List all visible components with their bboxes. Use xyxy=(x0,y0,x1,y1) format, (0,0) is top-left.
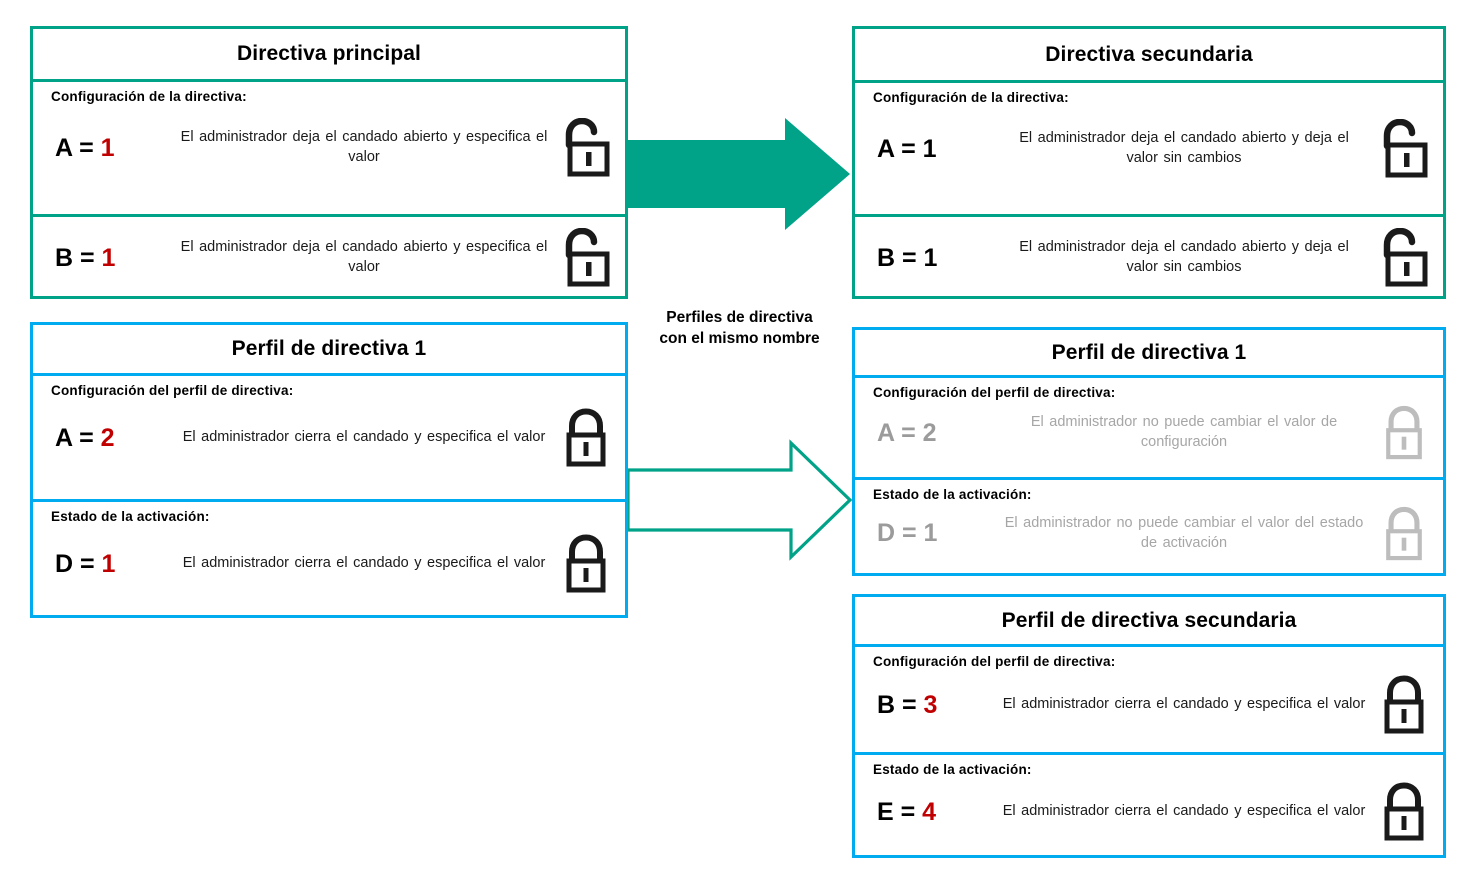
card-title-secondary-policy: Directiva secundaria xyxy=(855,29,1443,83)
section-label: Configuración de la directiva: xyxy=(873,90,1069,105)
card-title-policy-profile-1-left: Perfil de directiva 1 xyxy=(33,325,625,376)
setting-key: B = 1 xyxy=(877,243,938,272)
card-primary-policy: Directiva principal Configuración de la … xyxy=(30,26,628,299)
section-label: Estado de la activación: xyxy=(51,509,210,524)
section-label: Configuración del perfil de directiva: xyxy=(51,383,294,398)
card-title-policy-profile-1-right: Perfil de directiva 1 xyxy=(855,330,1443,378)
unlocked-icon xyxy=(555,225,617,291)
setting-key-value: A = 2 xyxy=(33,424,173,453)
setting-row: B = 1 El administrador deja el candado a… xyxy=(855,217,1443,299)
locked-icon xyxy=(555,405,617,471)
setting-key-value: B = 1 xyxy=(855,244,995,273)
locked-icon-dim xyxy=(1373,400,1435,466)
setting-value: 3 xyxy=(923,690,938,719)
setting-description: El administrador deja el candado abierto… xyxy=(180,129,548,165)
unlocked-icon xyxy=(1373,116,1435,182)
setting-key-value: A = 2 xyxy=(855,419,995,448)
section-activation-state: Estado de la activación: E = 4 El admini… xyxy=(855,752,1443,855)
setting-value: 2 xyxy=(100,423,115,452)
section-label: Configuración del perfil de directiva: xyxy=(873,385,1116,400)
card-policy-profile-1-right: Perfil de directiva 1 Configuración del … xyxy=(852,327,1446,576)
setting-description: El administrador cierra el candado y esp… xyxy=(1002,696,1366,713)
setting-row: A = 1 El administrador deja el candado a… xyxy=(855,105,1443,193)
setting-description: El administrador deja el candado abierto… xyxy=(1019,239,1349,275)
setting-key: B = xyxy=(55,243,102,272)
card-title-primary-policy: Directiva principal xyxy=(33,29,625,82)
setting-value: 1 xyxy=(100,133,115,162)
setting-row: B = 1 El administrador deja el candado a… xyxy=(33,217,625,299)
setting-key-value: A = 1 xyxy=(33,134,173,163)
section-profile-configuration: Configuración del perfil de directiva: B… xyxy=(855,647,1443,752)
setting-row: A = 1 El administrador deja el candado a… xyxy=(33,104,625,192)
setting-description: El administrador cierra el candado y esp… xyxy=(1002,803,1366,820)
setting-row: A = 2 El administrador cierra el candado… xyxy=(33,398,625,478)
setting-key: D = xyxy=(55,549,102,578)
setting-row: D = 1 El administrador cierra el candado… xyxy=(33,524,625,604)
locked-icon xyxy=(1373,779,1435,845)
setting-key-value: B = 1 xyxy=(33,244,173,273)
setting-key-value: D = 1 xyxy=(33,550,173,579)
setting-value: 4 xyxy=(922,797,937,826)
setting-description: El administrador deja el candado abierto… xyxy=(180,239,548,275)
setting-key-value: D = 1 xyxy=(855,519,995,548)
setting-description: El administrador no puede cambiar el val… xyxy=(1030,414,1338,450)
card-secondary-policy: Directiva secundaria Configuración de la… xyxy=(852,26,1446,299)
section-label: Estado de la activación: xyxy=(873,487,1032,502)
setting-key: A = 2 xyxy=(877,418,937,447)
setting-key-value: E = 4 xyxy=(855,798,995,827)
setting-description: El administrador no puede cambiar el val… xyxy=(1004,514,1364,551)
setting-key-value: B = 3 xyxy=(855,691,995,720)
section-label: Estado de la activación: xyxy=(873,762,1032,777)
section-label: Configuración del perfil de directiva: xyxy=(873,654,1116,669)
setting-key: E = xyxy=(877,797,923,826)
section-policy-setting-b: B = 1 El administrador deja el candado a… xyxy=(33,214,625,296)
section-label: Configuración de la directiva: xyxy=(51,89,247,104)
section-profile-configuration: Configuración del perfil de directiva: A… xyxy=(33,376,625,499)
setting-row: B = 3 El administrador cierra el candado… xyxy=(855,669,1443,741)
card-title-secondary-policy-profile: Perfil de directiva secundaria xyxy=(855,597,1443,647)
setting-description: El administrador cierra el candado y esp… xyxy=(182,555,546,572)
setting-key: B = xyxy=(877,690,924,719)
setting-description: El administrador deja el candado abierto… xyxy=(1019,130,1349,166)
locked-icon xyxy=(1373,672,1435,738)
locked-icon-dim xyxy=(1373,501,1435,567)
center-label: Perfiles de directiva con el mismo nombr… xyxy=(659,309,820,347)
section-policy-configuration: Configuración de la directiva: A = 1 El … xyxy=(855,83,1443,214)
setting-value: 1 xyxy=(101,549,116,578)
card-secondary-policy-profile: Perfil de directiva secundaria Configura… xyxy=(852,594,1446,858)
setting-row: D = 1 El administrador no puede cambiar … xyxy=(855,502,1443,565)
section-policy-setting-b: B = 1 El administrador deja el candado a… xyxy=(855,214,1443,296)
section-activation-state: Estado de la activación: D = 1 El admini… xyxy=(33,499,625,615)
setting-key-value: A = 1 xyxy=(855,135,995,164)
setting-row: E = 4 El administrador cierra el candado… xyxy=(855,777,1443,847)
setting-description: El administrador cierra el candado y esp… xyxy=(182,429,546,446)
setting-key: A = 1 xyxy=(877,134,937,163)
setting-key: A = xyxy=(55,133,101,162)
setting-value: 1 xyxy=(101,243,116,272)
setting-key: D = 1 xyxy=(877,519,938,547)
setting-key: A = xyxy=(55,423,101,452)
section-activation-state: Estado de la activación: D = 1 El admini… xyxy=(855,477,1443,573)
arrow-profile-to-profile xyxy=(626,439,853,561)
setting-row: A = 2 El administrador no puede cambiar … xyxy=(855,400,1443,466)
section-profile-configuration: Configuración del perfil de directiva: A… xyxy=(855,378,1443,477)
arrow-primary-to-secondary xyxy=(625,118,850,230)
section-policy-configuration: Configuración de la directiva: A = 1 El … xyxy=(33,82,625,214)
unlocked-icon xyxy=(555,115,617,181)
locked-icon xyxy=(555,531,617,597)
unlocked-icon xyxy=(1373,225,1435,291)
card-policy-profile-1-left: Perfil de directiva 1 Configuración del … xyxy=(30,322,628,618)
